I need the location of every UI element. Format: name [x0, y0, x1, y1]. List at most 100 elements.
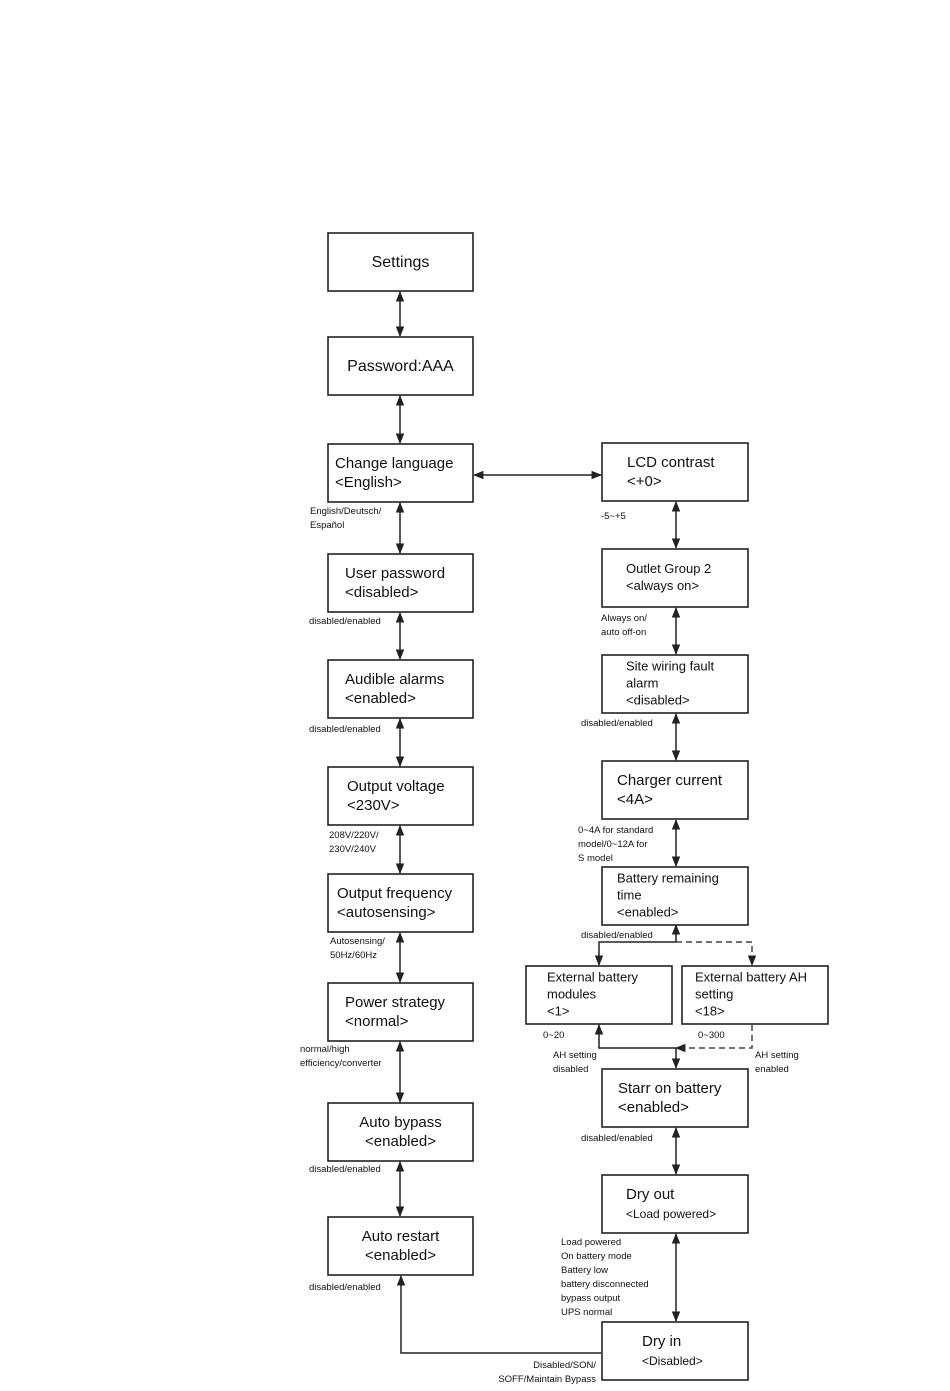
box-label: <enabled>: [345, 690, 416, 707]
box-dry-out: Dry out<Load powered>: [601, 1174, 749, 1234]
note-line: disabled/enabled: [581, 718, 653, 729]
box-label: <autosensing>: [337, 904, 436, 921]
note-line: 208V/220V/: [329, 830, 379, 841]
note-line: Load powered: [561, 1237, 621, 1248]
box-label: External battery AH: [695, 970, 807, 985]
box-frame: [327, 443, 474, 503]
note-line: disabled/enabled: [309, 1164, 381, 1175]
box-output-voltage: Output voltage <230V>: [327, 766, 474, 826]
box-label: Output voltage: [347, 778, 445, 795]
dry-in-restart-arrow: [396, 1274, 601, 1354]
note-line: SOFF/Maintain Bypass: [498, 1374, 596, 1385]
box-frame: [601, 866, 749, 926]
box-frame: [327, 553, 474, 613]
note-line: Battery low: [561, 1265, 608, 1276]
box-start-on-battery: Starr on battery <enabled>: [601, 1068, 749, 1128]
box-frame: [601, 1068, 749, 1128]
note-line: Disabled/SON/: [533, 1360, 596, 1371]
box-frame: [327, 659, 474, 719]
note-audible-options: disabled/enabled: [309, 724, 381, 735]
note-outlet-options: Always on/auto off-on: [601, 613, 647, 638]
box-change-language: Change language <English>: [327, 443, 474, 503]
box-label: <English>: [335, 474, 402, 491]
note-line: efficiency/converter: [300, 1058, 382, 1069]
box-auto-restart: Auto restart<enabled>: [327, 1216, 474, 1276]
box-label: <disabled>: [345, 584, 419, 601]
note-line: English/Deutsch/: [310, 506, 382, 517]
box-label: Settings: [372, 254, 430, 271]
note-line: normal/high: [300, 1044, 350, 1055]
box-label: Battery remaining: [617, 871, 719, 886]
box-label: time: [617, 888, 642, 903]
box-label: <enabled>: [618, 1099, 689, 1116]
note-line: enabled: [755, 1064, 789, 1075]
to-modules-arrow: [594, 923, 681, 967]
note-lcd-range: -5~+5: [601, 511, 626, 522]
note-line: disabled/enabled: [309, 616, 381, 627]
box-label: Site wiring fault: [626, 659, 715, 674]
note-line: On battery mode: [561, 1251, 632, 1262]
to-ah-arrow: [676, 941, 757, 967]
box-outlet-group-2: Outlet Group 2<always on>: [601, 548, 749, 608]
box-settings: Settings: [327, 232, 474, 292]
box-user-password: User password<disabled>: [327, 553, 474, 613]
connector-layer: [395, 290, 757, 1354]
box-frame: [601, 760, 749, 820]
note-voltage-options: 208V/220V/230V/240V: [329, 830, 379, 855]
box-label: <enabled>: [365, 1133, 436, 1150]
box-label: <230V>: [347, 797, 400, 814]
box-label: modules: [547, 987, 597, 1002]
box-label: Starr on battery: [618, 1080, 722, 1097]
note-line: 0~300: [698, 1030, 725, 1041]
box-ext-battery-modules: External battery modules <1>: [525, 965, 673, 1025]
box-frame: [601, 1321, 749, 1381]
box-label: <enabled>: [617, 905, 678, 920]
box-power-strategy: Power strategy<normal>: [327, 982, 474, 1042]
box-password: Password:AAA: [327, 336, 474, 396]
note-line: Always on/: [601, 613, 647, 624]
box-label: Change language: [335, 455, 453, 472]
note-line: -5~+5: [601, 511, 626, 522]
box-label: <1>: [547, 1004, 569, 1019]
note-battery-time-options: disabled/enabled: [581, 930, 653, 941]
box-label: External battery: [547, 970, 639, 985]
box-frame: [601, 442, 749, 502]
note-line: disabled/enabled: [581, 1133, 653, 1144]
box-output-frequency: Output frequency <autosensing>: [327, 873, 474, 933]
note-line: 50Hz/60Hz: [330, 950, 377, 961]
box-label: LCD contrast: [627, 454, 715, 471]
box-battery-remaining: Battery remaining time <enabled>: [601, 866, 749, 926]
box-label: Charger current: [617, 772, 723, 789]
box-label: <always on>: [626, 578, 699, 593]
box-frame: [681, 965, 829, 1025]
note-line: 230V/240V: [329, 844, 377, 855]
box-label: setting: [695, 987, 733, 1002]
note-line: model/0~12A for: [578, 839, 647, 850]
box-frame: [327, 873, 474, 933]
note-frequency-options: Autosensing/50Hz/60Hz: [330, 936, 385, 961]
box-label: Dry out: [626, 1186, 675, 1203]
note-line: battery disconnected: [561, 1279, 649, 1290]
box-label: Output frequency: [337, 885, 453, 902]
note-user-password-options: disabled/enabled: [309, 616, 381, 627]
note-ah-range: 0~300: [698, 1030, 725, 1041]
note-line: bypass output: [561, 1293, 621, 1304]
note-line: AH setting: [553, 1050, 597, 1061]
box-label: <18>: [695, 1004, 725, 1019]
box-charger-current: Charger current<4A>: [601, 760, 749, 820]
box-frame: [327, 232, 474, 292]
note-language-options: English/Deutsch/Español: [310, 506, 382, 531]
box-frame: [327, 766, 474, 826]
box-auto-bypass: Auto bypass<enabled>: [327, 1102, 474, 1162]
box-frame: [327, 1216, 474, 1276]
box-label: Dry in: [642, 1333, 681, 1350]
box-frame: [601, 1174, 749, 1234]
box-frame: [601, 654, 749, 714]
note-line: disabled/enabled: [581, 930, 653, 941]
box-label: <disabled>: [626, 693, 690, 708]
